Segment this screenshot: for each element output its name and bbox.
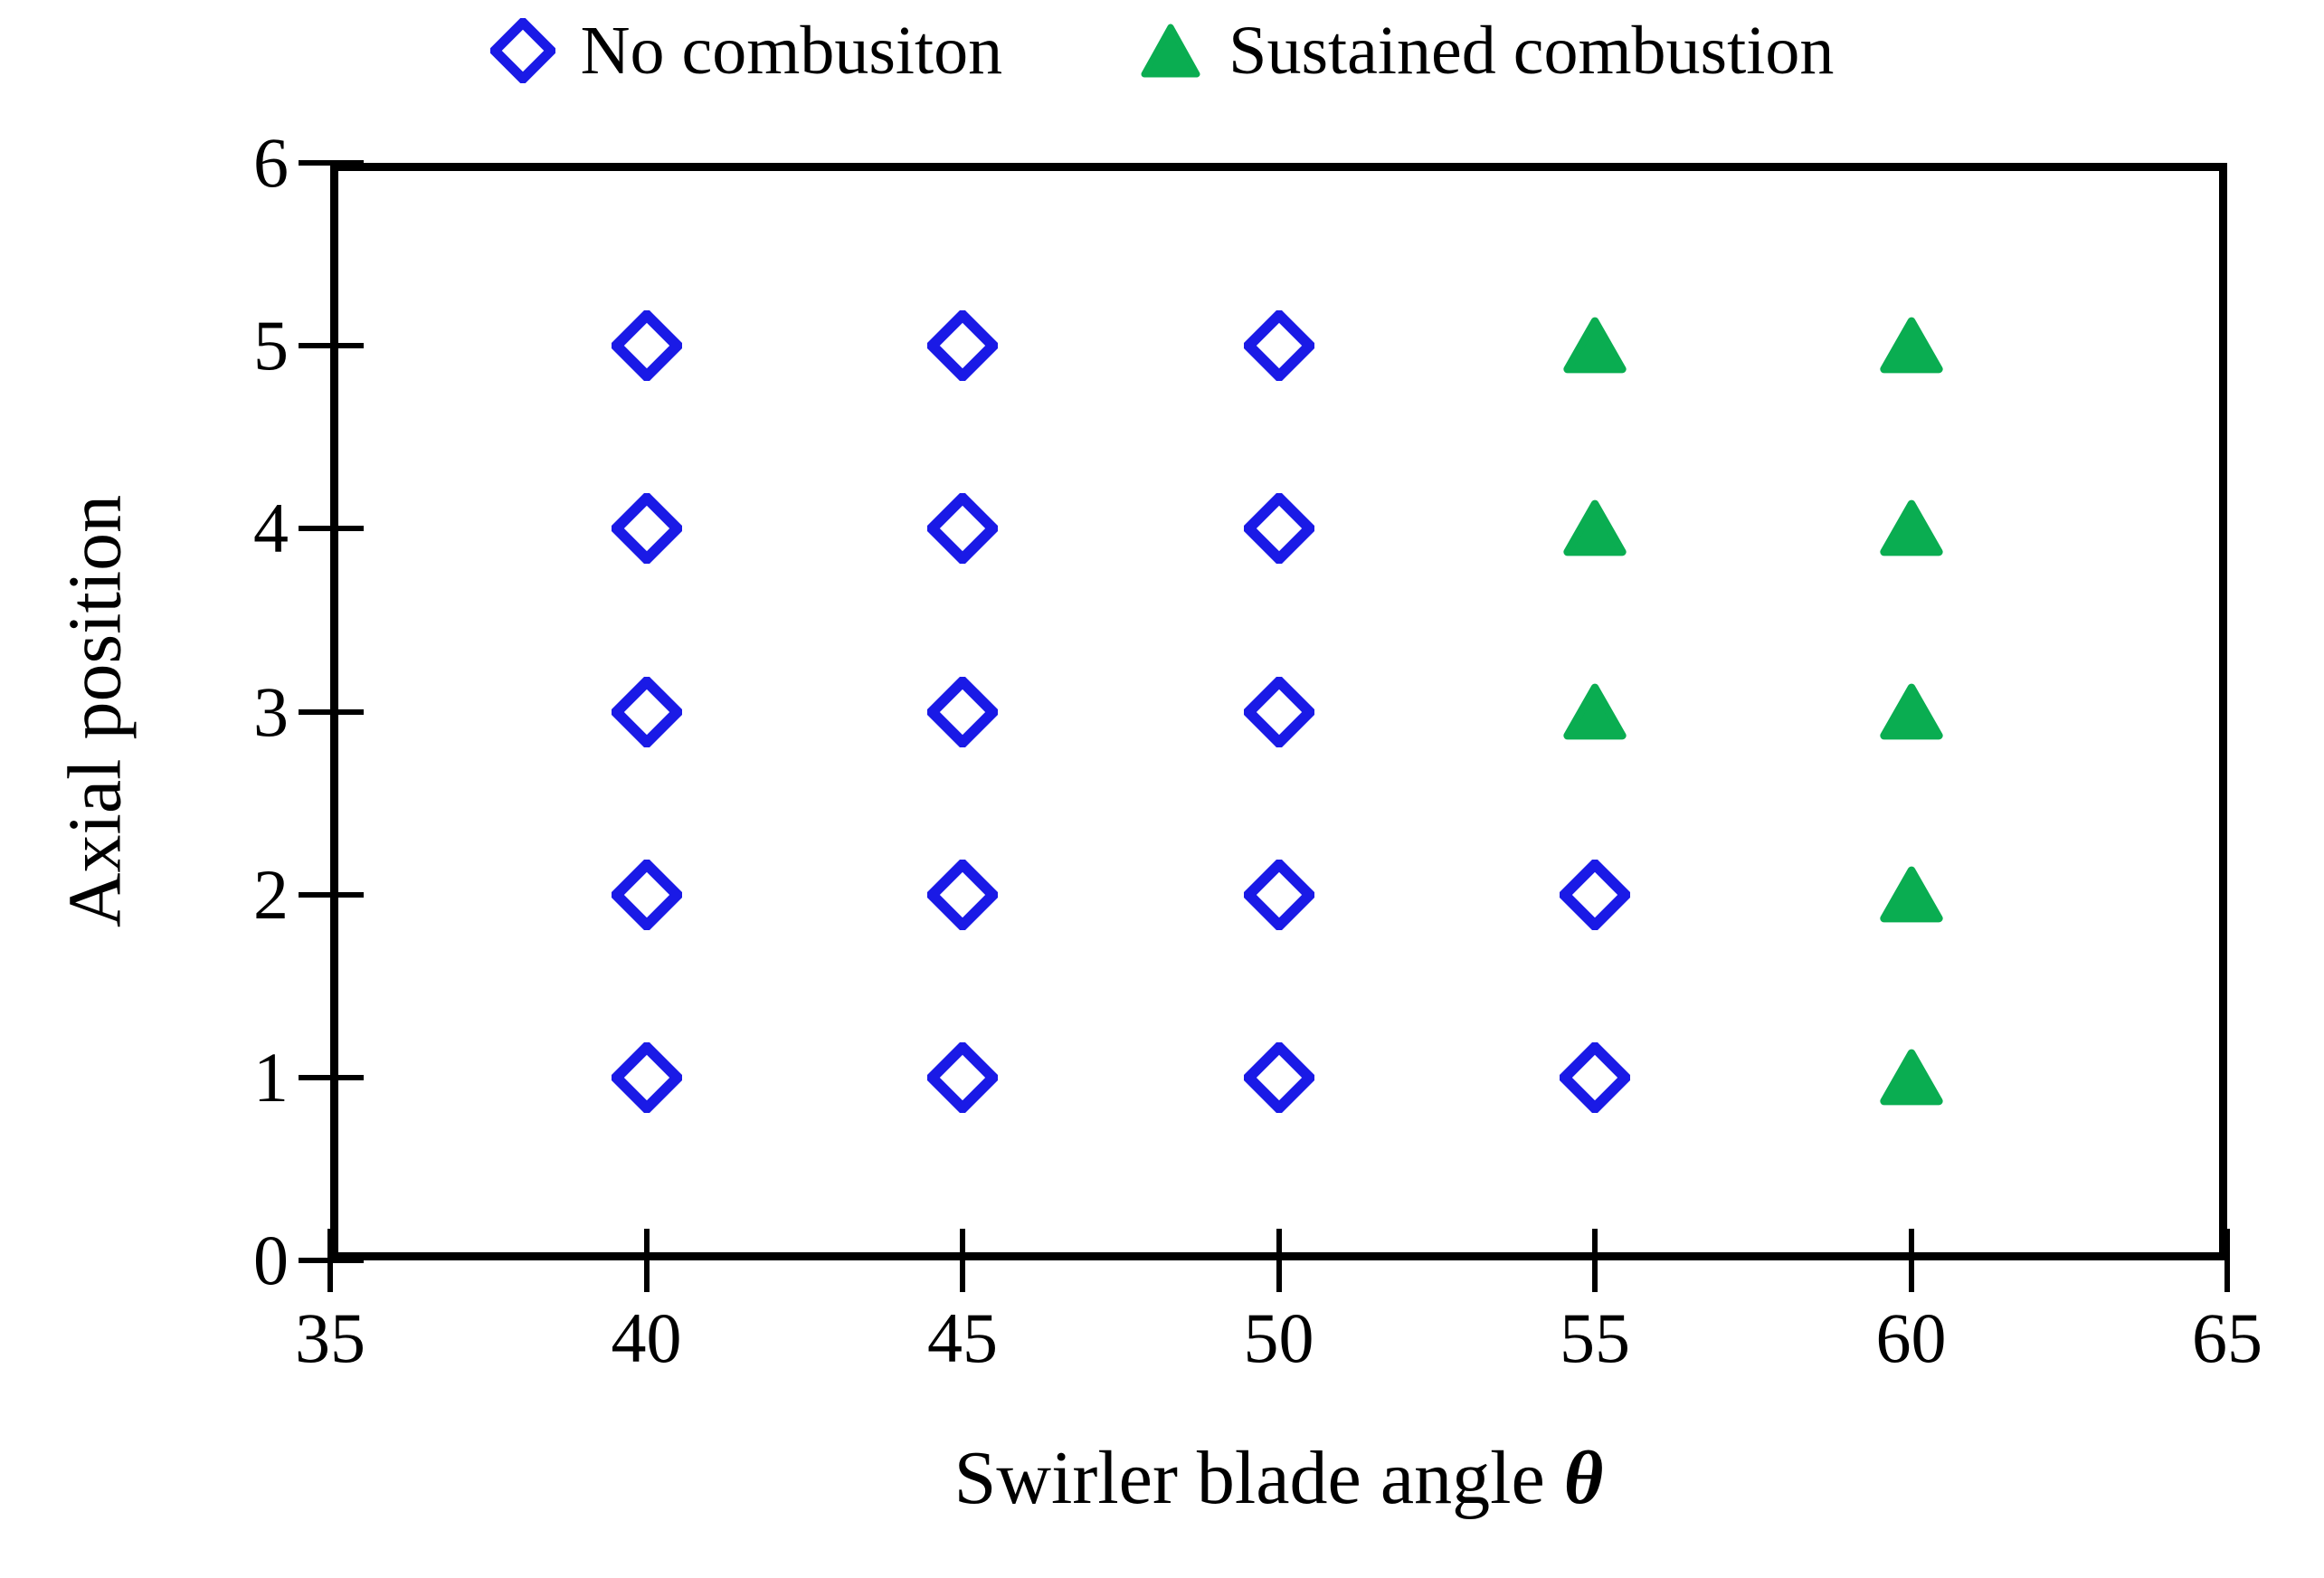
chart-legend: No combusiton Sustained combustion [0,16,2324,85]
y-axis-tick [299,891,364,898]
y-axis-tick [299,1258,364,1263]
data-point-no-combustion[interactable] [1243,310,1314,382]
data-point-no-combustion[interactable] [927,1041,998,1113]
data-point-no-combustion[interactable] [927,310,998,382]
y-axis-title: Axial position [52,494,138,928]
data-point-no-combustion[interactable] [611,493,682,565]
x-axis-tick-label: 50 [1243,1298,1314,1377]
y-axis-tick-label: 2 [253,854,289,934]
triangle-up-filled-icon [1138,18,1203,83]
data-point-no-combustion[interactable] [1243,1041,1314,1113]
y-axis-tick [299,708,364,715]
data-point-no-combustion[interactable] [611,859,682,930]
x-axis-tick [960,1229,965,1292]
data-point-sustained-combustion[interactable] [1560,310,1630,381]
x-axis-tick-label: 45 [927,1298,998,1377]
data-point-no-combustion[interactable] [927,493,998,565]
data-point-sustained-combustion[interactable] [1876,677,1947,747]
data-point-sustained-combustion[interactable] [1876,310,1947,381]
data-point-no-combustion[interactable] [1243,676,1314,747]
legend-label-sustained-combustion: Sustained combustion [1228,13,1835,89]
x-axis-tick-label: 60 [1875,1298,1947,1377]
x-axis-title: Swirler blade angle θ [330,1440,2227,1516]
data-point-no-combustion[interactable] [611,676,682,747]
x-axis-tick [1908,1229,1914,1292]
x-axis-tick [2224,1229,2230,1292]
x-axis-title-symbol: θ [1563,1436,1604,1520]
data-point-no-combustion[interactable] [1243,859,1314,930]
x-axis-tick-label: 55 [1560,1298,1630,1377]
y-axis-tick-label: 5 [253,306,289,385]
data-point-no-combustion[interactable] [611,1041,682,1113]
data-point-sustained-combustion[interactable] [1876,493,1947,564]
data-point-no-combustion[interactable] [1560,1041,1630,1113]
x-axis-tick [1276,1229,1282,1292]
legend-label-no-combustion: No combusiton [580,13,1003,89]
y-axis-tick [299,1074,364,1080]
y-axis-tick-label: 1 [253,1037,289,1117]
data-point-sustained-combustion[interactable] [1560,677,1630,747]
y-axis-tick-label: 3 [253,671,289,751]
y-axis-tick [299,160,364,166]
x-axis-title-text: Swirler blade angle [953,1436,1564,1520]
diamond-open-icon [489,18,555,83]
data-point-no-combustion[interactable] [927,676,998,747]
x-axis-tick-label: 65 [2192,1298,2262,1377]
x-axis-tick [643,1229,650,1292]
y-axis-tick [299,526,364,532]
y-axis-tick-label: 0 [253,1221,289,1299]
x-axis-tick-label: 40 [611,1298,682,1377]
x-axis-tick [1592,1229,1598,1292]
data-point-no-combustion[interactable] [611,310,682,382]
y-axis-tick-label: 4 [253,489,289,568]
data-point-no-combustion[interactable] [1243,493,1314,565]
legend-entry-no-combustion[interactable]: No combusiton [489,13,1003,89]
x-axis-tick-label: 35 [295,1298,365,1377]
data-point-sustained-combustion[interactable] [1560,493,1630,564]
data-point-sustained-combustion[interactable] [1876,1042,1947,1113]
y-axis-tick-label: 6 [253,123,289,202]
y-axis-tick [299,343,364,349]
data-point-no-combustion[interactable] [927,859,998,930]
data-point-sustained-combustion[interactable] [1876,860,1947,930]
data-point-no-combustion[interactable] [1560,859,1630,930]
legend-entry-sustained-combustion[interactable]: Sustained combustion [1138,16,1834,85]
